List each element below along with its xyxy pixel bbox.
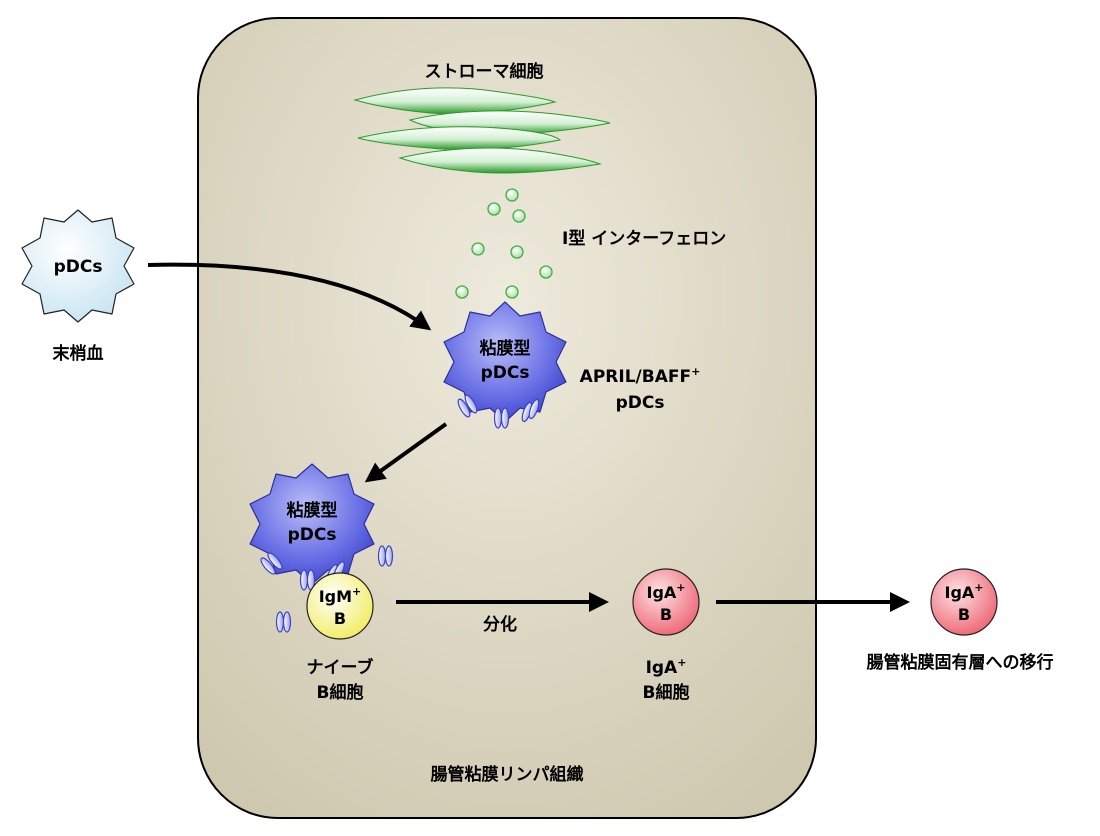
mucosal-pdc-lower-line2: pDCs	[288, 525, 337, 545]
iga-right-sup: +	[974, 581, 983, 594]
arrows	[147, 262, 910, 612]
igm-sup: +	[352, 585, 361, 598]
differentiation-label: 分化	[483, 614, 517, 635]
iga-caption-sup: +	[677, 656, 686, 669]
naive-caption-line1: ナイーブ	[307, 657, 374, 678]
mucosal-pdc-upper-line2: pDCs	[481, 363, 530, 383]
mucosal-pdc-lower-line1: 粘膜型	[287, 500, 338, 521]
iga-right-line2: B	[958, 605, 970, 624]
igm-main: IgM	[319, 587, 352, 606]
iga-center-caption-line1: IgA+	[646, 656, 687, 678]
stromal-label: ストローマ細胞	[425, 61, 544, 82]
receptors-lower	[260, 545, 394, 633]
interferon-particles	[455, 188, 553, 299]
migration-caption: 腸管粘膜固有層への移行	[867, 652, 1054, 673]
iga-center-line2: B	[660, 605, 672, 624]
mucosal-pdc-upper-line1: 粘膜型	[480, 338, 531, 359]
blood-pdc-cell	[21, 209, 135, 323]
tissue-label: 腸管粘膜リンパ組織	[431, 764, 584, 785]
receptors-upper	[457, 394, 540, 429]
blood-pdc-text: pDCs	[54, 257, 103, 277]
igm-b-line2: B	[334, 609, 346, 628]
igm-b-line1: IgM+	[319, 585, 362, 606]
iga-center-caption-line2: B細胞	[643, 682, 690, 703]
iga-center-sup: +	[676, 581, 685, 594]
iga-b-cell-center	[632, 568, 700, 636]
iga-right-main: IgA	[944, 583, 974, 602]
iga-right-line1: IgA+	[944, 581, 983, 602]
april-baff-main: APRIL/BAFF	[580, 367, 691, 387]
arrow-pdc-down	[364, 422, 448, 483]
april-baff-label: APRIL/BAFF+	[580, 365, 701, 387]
naive-caption-line2: B細胞	[317, 682, 364, 703]
iga-center-line1: IgA+	[646, 581, 685, 602]
stromal-cells	[353, 87, 611, 174]
iga-center-main: IgA	[646, 583, 676, 602]
iga-caption-main: IgA	[646, 658, 678, 678]
igm-b-cell	[306, 572, 374, 640]
interferon-label: I型 インターフェロン	[562, 228, 726, 249]
iga-b-cell-right	[930, 568, 998, 636]
blood-location-label: 末梢血	[53, 343, 104, 364]
april-baff-line2: pDCs	[616, 393, 665, 413]
april-baff-sup: +	[691, 365, 700, 378]
arrow-blood-to-mucosa	[147, 262, 432, 331]
